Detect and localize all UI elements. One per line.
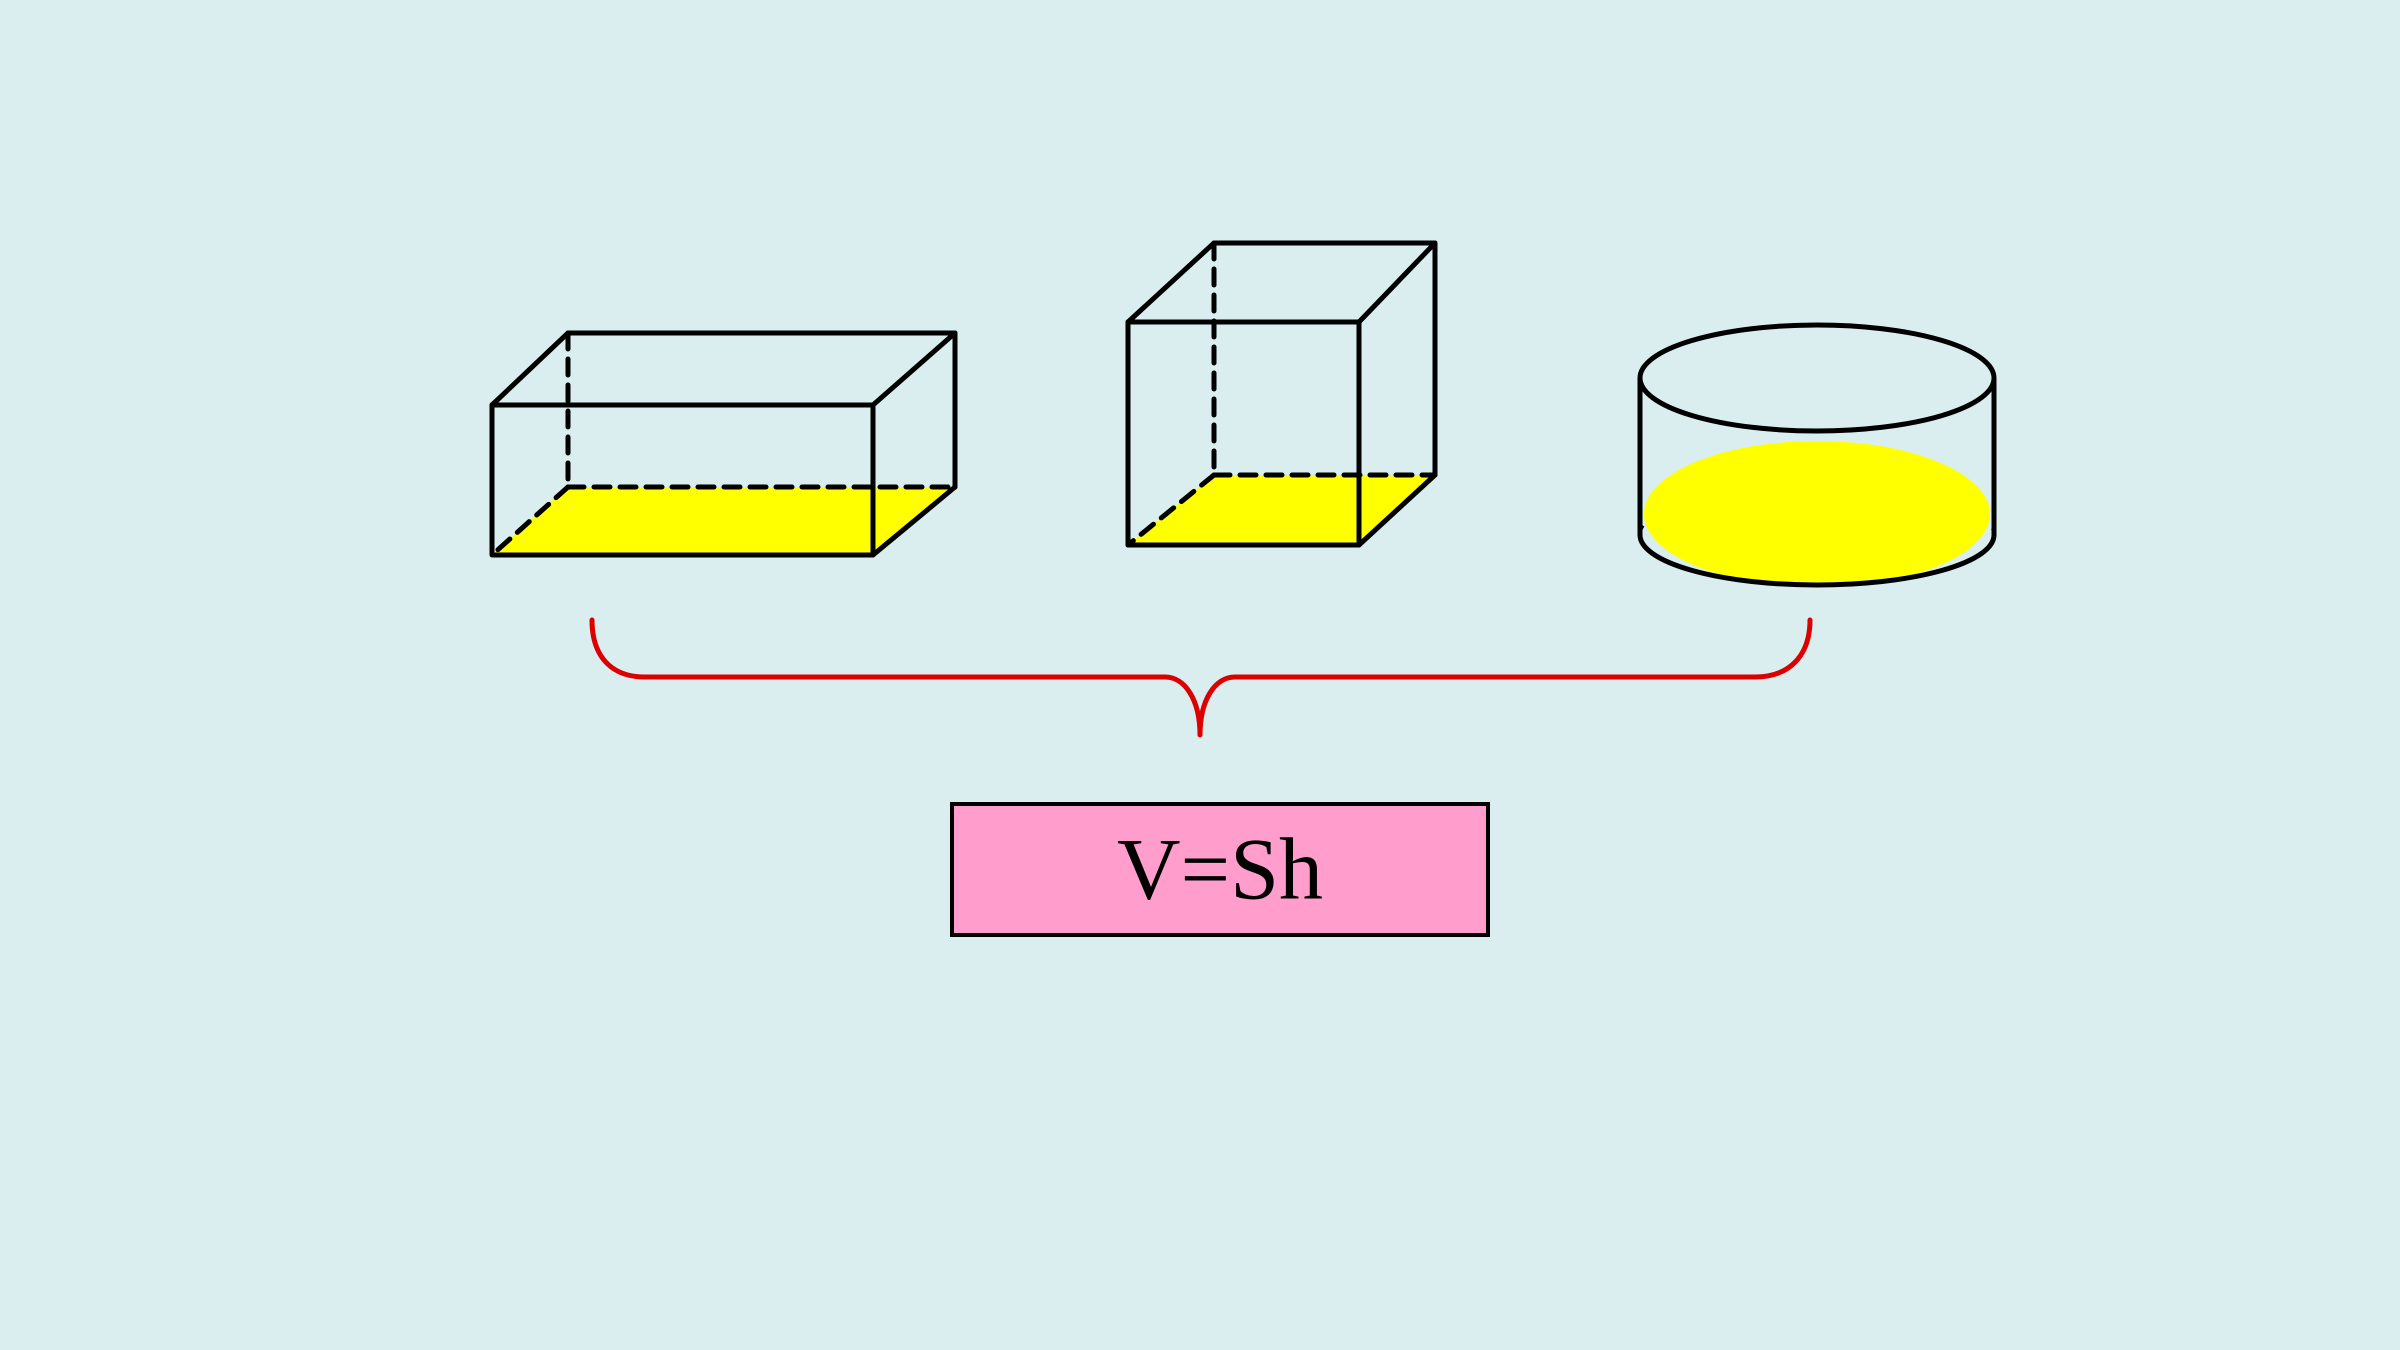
cylinder-top-face xyxy=(1637,322,1997,434)
cuboid-base-face xyxy=(492,487,955,555)
formula-text: V=Sh xyxy=(1117,822,1323,919)
cube-icon xyxy=(1125,240,1438,548)
cube-visible-edges xyxy=(1125,240,1438,548)
formula-box: V=Sh xyxy=(950,802,1490,937)
cube-hidden-edges xyxy=(1125,240,1438,548)
cylinder-base-face xyxy=(1644,441,1990,587)
formula-box-background xyxy=(950,802,1490,937)
rectangular-prism-icon xyxy=(489,330,958,558)
cuboid-visible-edges xyxy=(489,330,958,558)
cylinder-icon xyxy=(1637,322,1997,588)
cylinder-front-base-edge xyxy=(1637,534,1997,588)
cuboid-hidden-edges xyxy=(489,330,958,558)
curly-brace-icon xyxy=(589,617,1813,738)
